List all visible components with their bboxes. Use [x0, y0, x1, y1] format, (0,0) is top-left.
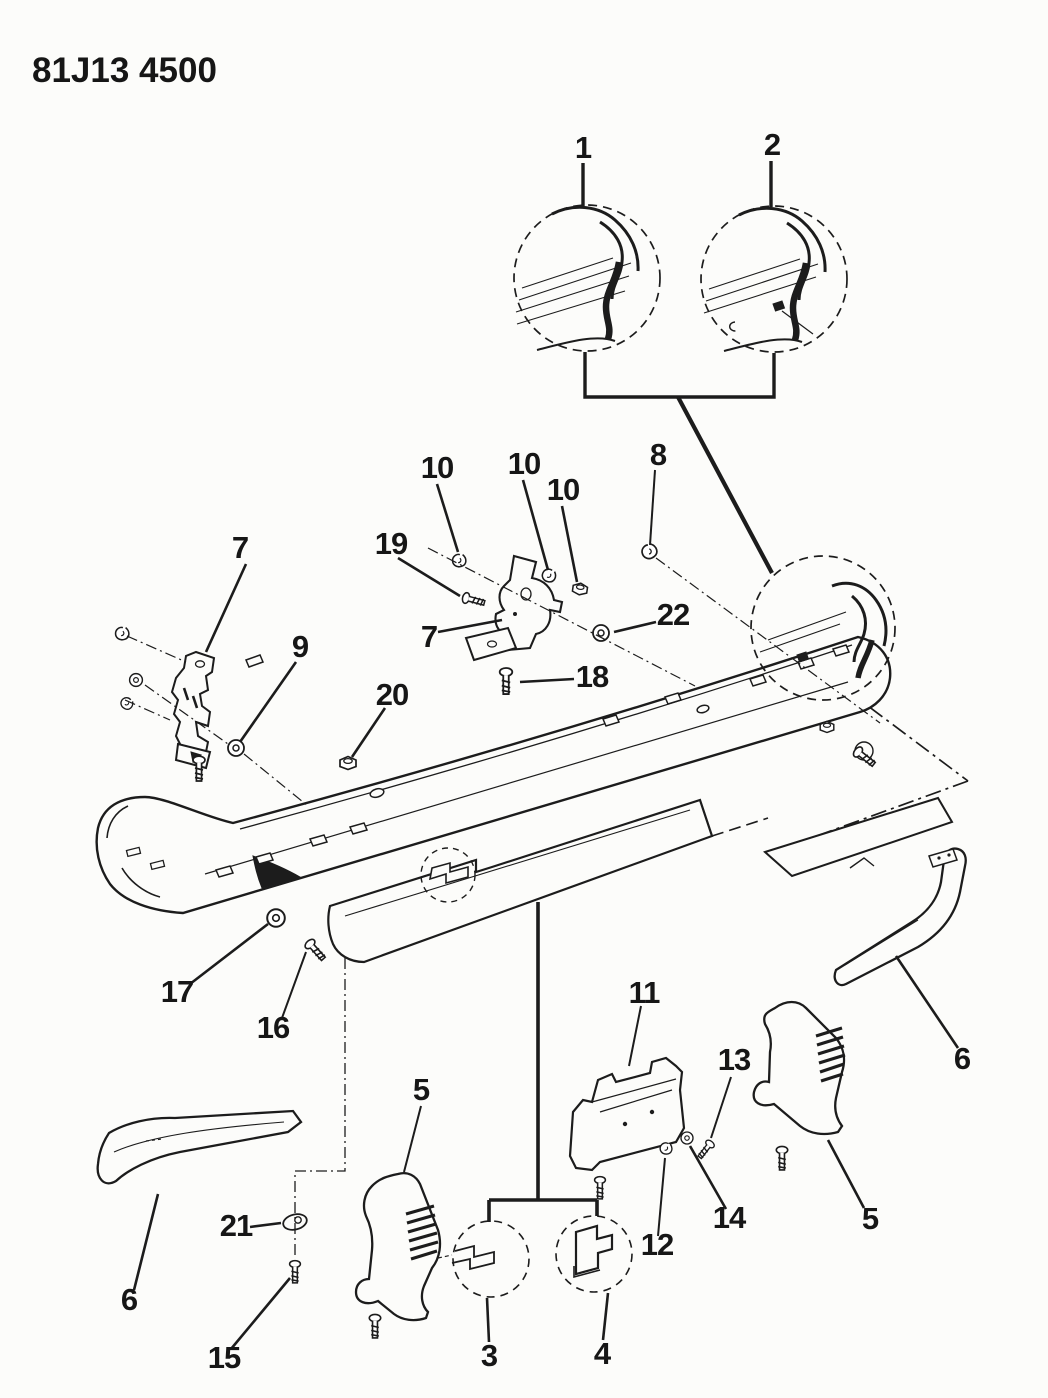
bumper-face-bar — [95, 635, 892, 915]
callout-22: 22 — [657, 597, 689, 632]
license-recess-panel — [327, 798, 769, 964]
callout-18: 18 — [576, 659, 609, 694]
detail-bracket-lines — [581, 161, 776, 574]
callout-5-right: 5 — [862, 1201, 879, 1236]
callout-9: 9 — [292, 629, 309, 664]
end-cap-left — [354, 1172, 442, 1322]
callout-1: 1 — [575, 130, 592, 165]
callout-6-left: 6 — [121, 1282, 138, 1317]
hook-slot-detail — [420, 847, 476, 903]
callout-21: 21 — [220, 1208, 253, 1243]
left-axis-lines — [124, 635, 309, 807]
center-axis-lines — [427, 547, 881, 724]
bumper-slots — [214, 644, 851, 878]
left-mounting-bracket — [170, 650, 216, 770]
callout-5-left: 5 — [413, 1072, 430, 1107]
callout-10-b: 10 — [508, 446, 540, 481]
detail-circle-1 — [513, 204, 661, 352]
callout-10-a: 10 — [421, 450, 453, 485]
callout-11: 11 — [629, 975, 661, 1010]
end-cap-left-screw — [368, 1313, 382, 1339]
callout-7-center: 7 — [421, 619, 437, 654]
callout-13: 13 — [718, 1042, 751, 1077]
end-cap-right-screw — [775, 1145, 789, 1171]
figure-code: 81J13 4500 — [32, 51, 217, 90]
callout-20: 20 — [376, 677, 408, 712]
leader-lines — [132, 469, 960, 1350]
hook-detail-tree — [437, 902, 633, 1298]
callout-4: 4 — [594, 1336, 612, 1371]
callout-8: 8 — [650, 437, 667, 472]
rub-strip-right — [833, 847, 967, 987]
end-cap-right — [752, 1000, 846, 1136]
callout-2: 2 — [764, 127, 780, 162]
callout-10-c: 10 — [547, 472, 579, 507]
left-bracket-fasteners — [114, 626, 357, 782]
rub-strip-left — [96, 1109, 303, 1185]
callout-16: 16 — [257, 1010, 290, 1045]
detail-circle-right-end — [750, 555, 896, 701]
callout-14: 14 — [713, 1200, 747, 1235]
lower-left-axis-lines — [294, 958, 346, 1258]
callout-6-right: 6 — [954, 1041, 971, 1076]
callout-17: 17 — [161, 974, 193, 1009]
callout-12: 12 — [641, 1227, 673, 1262]
detail-circle-2 — [700, 205, 848, 353]
callout-15: 15 — [208, 1340, 241, 1375]
callout-3: 3 — [481, 1338, 498, 1373]
lower-left-fasteners — [266, 908, 329, 1284]
center-mounting-bracket — [464, 554, 564, 662]
backing-panel — [763, 796, 954, 878]
callout-19: 19 — [375, 526, 408, 561]
license-plate-bracket — [568, 1056, 686, 1172]
callout-7-left: 7 — [232, 530, 248, 565]
